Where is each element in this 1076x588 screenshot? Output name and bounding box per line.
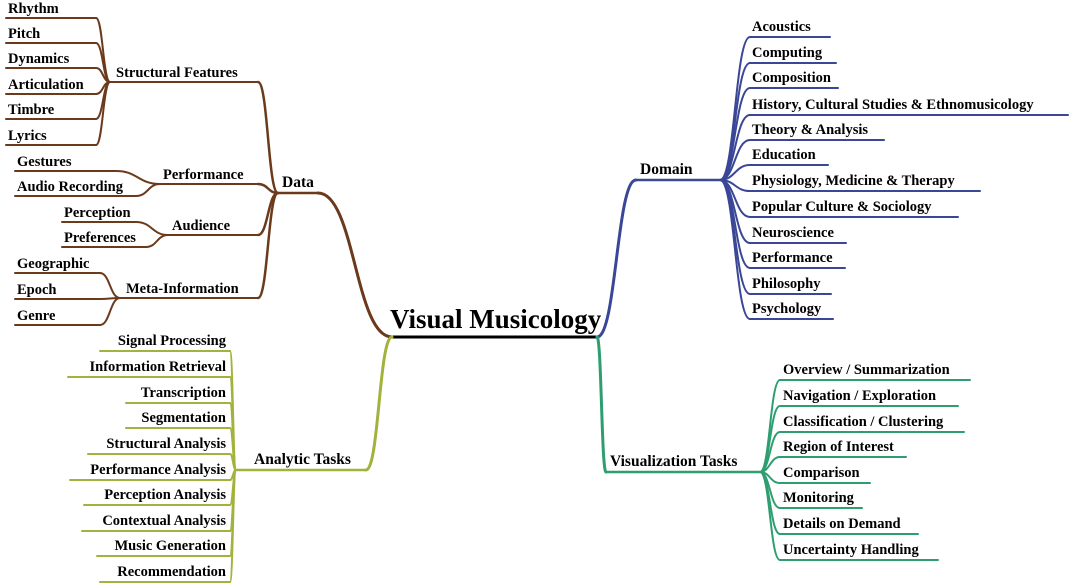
leaf-label-education: Education (752, 147, 816, 163)
branch-label-visualization-tasks: Visualization Tasks (610, 453, 737, 470)
leaf-label-performance-analysis: Performance Analysis (90, 462, 226, 478)
leaf-label-history-cultural-studies-ethnomusicology: History, Cultural Studies & Ethnomusicol… (752, 97, 1034, 113)
link-visualization-leaf-1 (759, 405, 781, 473)
leaf-label-contextual-analysis: Contextual Analysis (102, 513, 226, 529)
link-data-3-leaf-2 (99, 297, 121, 326)
leaf-label-neuroscience: Neuroscience (752, 225, 834, 241)
mind-map-labels: Visual Musicology Data Analytic Tasks Do… (8, 1, 1034, 580)
leaf-label-composition: Composition (752, 70, 831, 86)
link-data-group-3 (256, 191, 280, 300)
link-domain-leaf-11 (719, 179, 751, 320)
leaf-label-uncertainty-handling: Uncertainty Handling (783, 542, 919, 558)
leaf-label-computing: Computing (752, 45, 823, 61)
branch-label-data: Data (282, 174, 314, 191)
link-data-2-leaf-0 (135, 221, 169, 236)
link-visualization-leaf-6 (759, 471, 781, 535)
link-data-1-leaf-0 (115, 170, 161, 185)
leaf-label-monitoring: Monitoring (783, 490, 855, 506)
leaf-label-segmentation: Segmentation (141, 410, 226, 426)
leaf-label-details-on-demand: Details on Demand (783, 516, 901, 532)
link-analytic-leaf-9 (229, 469, 237, 583)
link-root-domain (595, 178, 638, 339)
group-label-structural-features: Structural Features (116, 65, 238, 81)
leaf-label-theory-analysis: Theory & Analysis (752, 122, 868, 138)
leaf-label-perception: Perception (64, 205, 131, 221)
leaf-label-philosophy: Philosophy (752, 276, 821, 292)
branch-label-domain: Domain (640, 161, 693, 178)
group-label-performance: Performance (163, 167, 244, 183)
link-data-1-leaf-1 (135, 183, 161, 197)
link-root-analytic (364, 335, 394, 472)
leaf-label-comparison: Comparison (783, 465, 860, 481)
link-root-data (316, 191, 394, 339)
mind-map-links (5, 17, 1069, 583)
leaf-label-epoch: Epoch (17, 282, 57, 298)
leaf-label-pitch: Pitch (8, 26, 40, 42)
leaf-label-psychology: Psychology (752, 301, 822, 317)
link-root-visualization (595, 335, 608, 474)
link-data-0-leaf-0 (95, 17, 111, 83)
leaf-label-perception-analysis: Perception Analysis (104, 487, 226, 503)
leaf-label-transcription: Transcription (141, 385, 226, 401)
leaf-label-recommendation: Recommendation (117, 564, 226, 580)
leaf-label-region-of-interest: Region of Interest (783, 439, 894, 455)
branch-label-analytic-tasks: Analytic Tasks (254, 451, 351, 468)
link-visualization-leaf-7 (759, 471, 781, 561)
leaf-label-rhythm: Rhythm (8, 1, 59, 17)
leaf-label-classification-clustering: Classification / Clustering (783, 414, 944, 430)
group-label-audience: Audience (172, 218, 231, 234)
leaf-label-overview-summarization: Overview / Summarization (783, 362, 950, 378)
leaf-label-genre: Genre (17, 308, 56, 324)
leaf-label-timbre: Timbre (8, 102, 55, 118)
leaf-label-navigation-exploration: Navigation / Exploration (783, 388, 936, 404)
leaf-label-music-generation: Music Generation (114, 538, 226, 554)
link-data-group-0 (256, 80, 280, 195)
leaf-label-dynamics: Dynamics (8, 51, 70, 67)
link-data-0-leaf-5 (95, 81, 111, 146)
root-label: Visual Musicology (390, 304, 602, 334)
leaf-label-structural-analysis: Structural Analysis (106, 436, 226, 452)
leaf-label-performance: Performance (752, 250, 833, 266)
leaf-label-gestures: Gestures (17, 154, 72, 170)
leaf-label-lyrics: Lyrics (8, 128, 47, 144)
leaf-label-physiology-medicine-therapy: Physiology, Medicine & Therapy (752, 173, 955, 189)
leaf-label-signal-processing: Signal Processing (118, 333, 227, 349)
leaf-label-preferences: Preferences (64, 230, 136, 246)
leaf-label-articulation: Articulation (8, 77, 84, 93)
leaf-label-popular-culture-sociology: Popular Culture & Sociology (752, 199, 932, 215)
link-data-2-leaf-1 (145, 234, 169, 248)
leaf-label-geographic: Geographic (17, 256, 90, 272)
leaf-label-information-retrieval: Information Retrieval (89, 359, 226, 375)
group-label-meta-information: Meta-Information (126, 281, 239, 297)
link-data-3-leaf-0 (99, 272, 121, 299)
leaf-label-acoustics: Acoustics (752, 19, 811, 35)
leaf-label-audio-recording: Audio Recording (17, 179, 124, 195)
